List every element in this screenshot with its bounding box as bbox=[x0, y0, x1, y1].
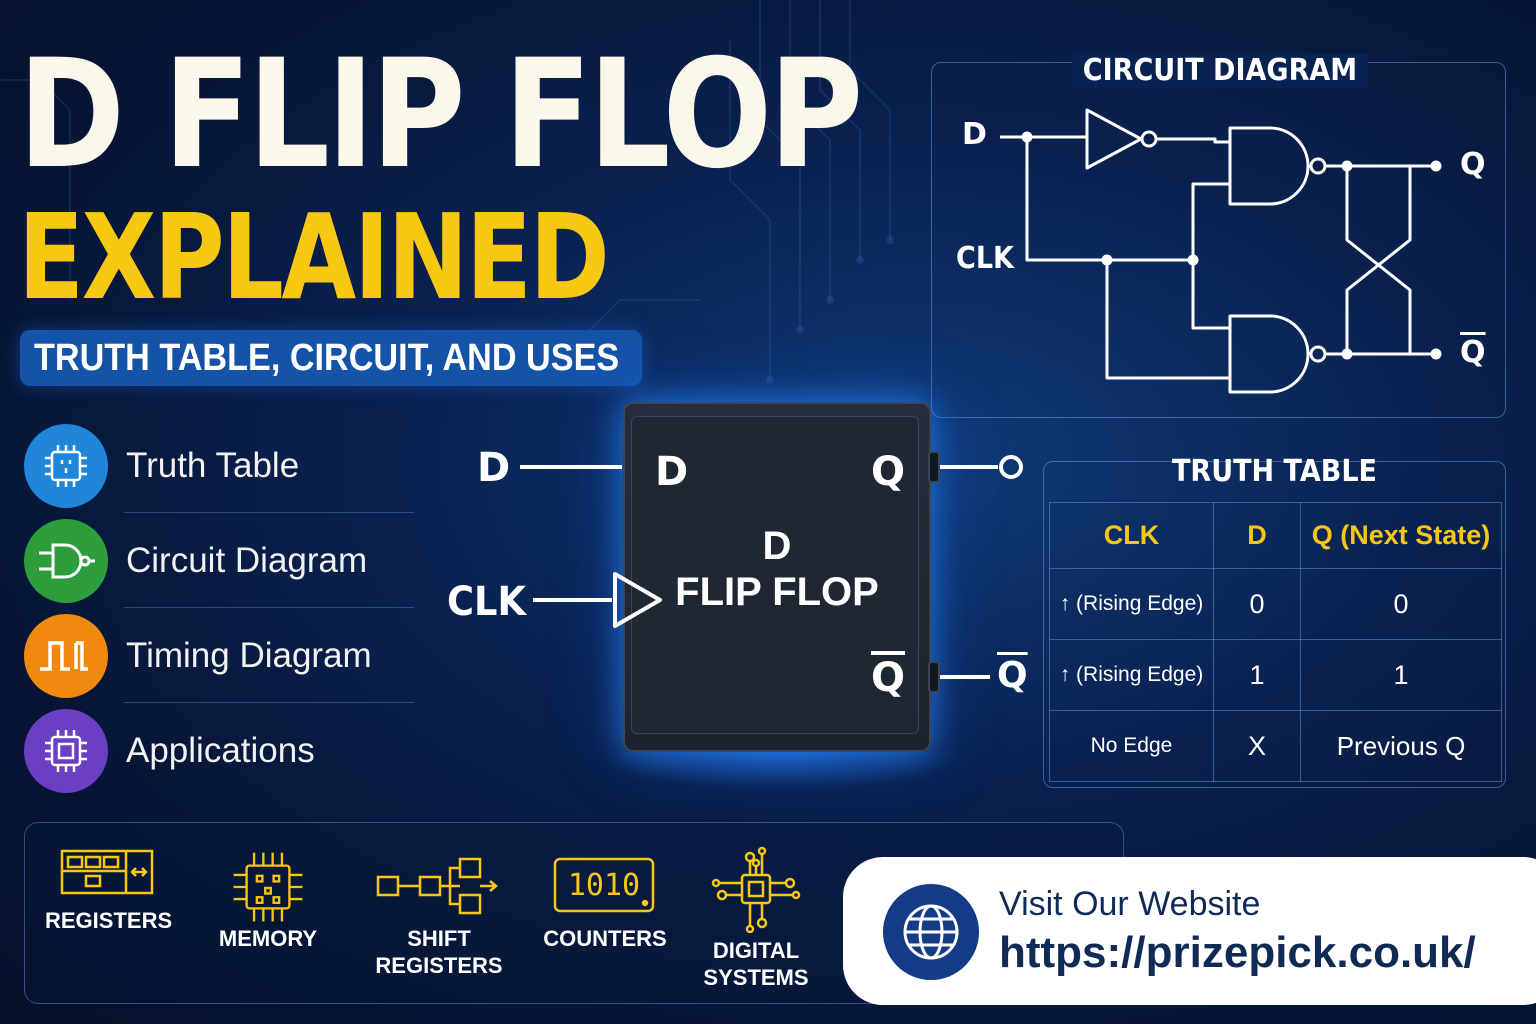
d-flip-flop-block: D Q Q D FLIP FLOP bbox=[623, 402, 931, 752]
chip-face bbox=[631, 416, 919, 734]
circuit-diagram-title: CIRCUIT DIAGRAM bbox=[1072, 53, 1368, 88]
website-card[interactable]: Visit Our Website https://prizepick.co.u… bbox=[843, 857, 1536, 1005]
shift-register-icon bbox=[376, 857, 498, 915]
cell-q: 1 bbox=[1300, 639, 1502, 711]
chip-name-line1: D bbox=[762, 524, 792, 568]
website-heading: Visit Our Website bbox=[999, 885, 1261, 923]
chip-reflection bbox=[600, 752, 960, 792]
app-label: REGISTERS bbox=[45, 908, 173, 933]
menu-item-timing-diagram[interactable]: Timing Diagram bbox=[24, 608, 414, 703]
truth-table: CLK D Q (Next State) ↑ (Rising Edge) 0 0… bbox=[1049, 502, 1502, 782]
cell-d: X bbox=[1213, 710, 1301, 782]
app-counters[interactable]: 1010 COUNTERS bbox=[539, 855, 671, 952]
counter-display-digits: 1010 bbox=[568, 868, 640, 903]
cell-q: Previous Q bbox=[1300, 710, 1502, 782]
menu-label: Applications bbox=[126, 730, 315, 770]
menu-label: Truth Table bbox=[126, 445, 300, 485]
nand-gate-icon bbox=[24, 518, 108, 603]
ff-input-d-label: D bbox=[477, 445, 511, 491]
app-label: SHIFT REGISTERS bbox=[375, 926, 503, 978]
menu-label: Timing Diagram bbox=[126, 635, 372, 675]
table-row: ↑ (Rising Edge) 0 0 bbox=[1049, 568, 1502, 640]
circuit-diagram-panel: CIRCUIT DIAGRAM bbox=[931, 53, 1506, 418]
app-digital-systems[interactable]: DIGITAL SYSTEMS bbox=[697, 845, 815, 991]
header-q-next: Q (Next State) bbox=[1300, 502, 1502, 569]
globe-icon bbox=[883, 884, 979, 980]
ff-output-qbar-label: Q bbox=[997, 655, 1028, 696]
chip-name-line2: FLIP FLOP bbox=[675, 570, 879, 614]
counter-display-icon: 1010 bbox=[553, 857, 655, 913]
header-clk: CLK bbox=[1049, 502, 1214, 569]
header-d: D bbox=[1213, 502, 1301, 569]
pulse-wave-icon bbox=[24, 613, 108, 698]
cell-d: 1 bbox=[1213, 639, 1301, 711]
table-row: ↑ (Rising Edge) 1 1 bbox=[1049, 639, 1502, 711]
subtitle-banner: TRUTH TABLE, CIRCUIT, AND USES bbox=[20, 330, 642, 386]
circuit-input-clk-label: CLK bbox=[956, 241, 1014, 276]
cell-clk: ↑ (Rising Edge) bbox=[1049, 568, 1214, 640]
topic-menu: Truth Table Circuit Diagram Timing Diagr… bbox=[24, 418, 414, 798]
circuit-input-d-label: D bbox=[962, 117, 987, 152]
cell-q: 0 bbox=[1300, 568, 1502, 640]
register-icon bbox=[60, 849, 154, 895]
cell-d: 0 bbox=[1213, 568, 1301, 640]
app-label: MEMORY bbox=[218, 926, 318, 951]
app-label: DIGITAL SYSTEMS bbox=[703, 938, 809, 990]
cell-clk: No Edge bbox=[1049, 710, 1214, 782]
divider bbox=[124, 702, 414, 703]
menu-item-circuit-diagram[interactable]: Circuit Diagram bbox=[24, 513, 414, 608]
truth-table-title: TRUTH TABLE bbox=[1171, 454, 1378, 489]
divider bbox=[124, 607, 414, 608]
chip-icon bbox=[24, 423, 108, 508]
app-memory[interactable]: MEMORY bbox=[205, 843, 331, 952]
app-label: COUNTERS bbox=[543, 926, 667, 951]
menu-item-truth-table[interactable]: Truth Table bbox=[24, 418, 414, 513]
pin-q-label: Q bbox=[871, 449, 906, 495]
processor-icon bbox=[24, 708, 108, 793]
cell-clk: ↑ (Rising Edge) bbox=[1049, 639, 1214, 711]
main-title-highlight: EXPLAINED bbox=[18, 188, 610, 326]
table-row: No Edge X Previous Q bbox=[1049, 710, 1502, 782]
menu-item-applications[interactable]: Applications bbox=[24, 703, 404, 798]
ff-input-clk-label: CLK bbox=[447, 579, 526, 625]
pin-qbar-label: Q bbox=[871, 655, 906, 701]
menu-label: Circuit Diagram bbox=[126, 540, 368, 580]
table-header-row: CLK D Q (Next State) bbox=[1049, 502, 1502, 569]
digital-system-icon bbox=[711, 846, 801, 933]
pin-d-label: D bbox=[655, 449, 689, 495]
truth-table-panel: TRUTH TABLE CLK D Q (Next State) ↑ (Risi… bbox=[1043, 454, 1506, 788]
memory-chip-icon bbox=[233, 852, 303, 922]
app-registers[interactable]: REGISTERS bbox=[45, 847, 173, 934]
subtitle-text: TRUTH TABLE, CIRCUIT, AND USES bbox=[34, 336, 620, 379]
circuit-output-q-label: Q bbox=[1460, 147, 1486, 182]
website-url[interactable]: https://prizepick.co.uk/ bbox=[999, 928, 1476, 977]
main-title: D FLIP FLOP bbox=[18, 28, 863, 202]
divider bbox=[124, 512, 414, 513]
app-shift-registers[interactable]: SHIFT REGISTERS bbox=[375, 855, 503, 979]
circuit-output-qbar-label: Q bbox=[1460, 335, 1486, 370]
q-output-terminal bbox=[999, 455, 1023, 479]
